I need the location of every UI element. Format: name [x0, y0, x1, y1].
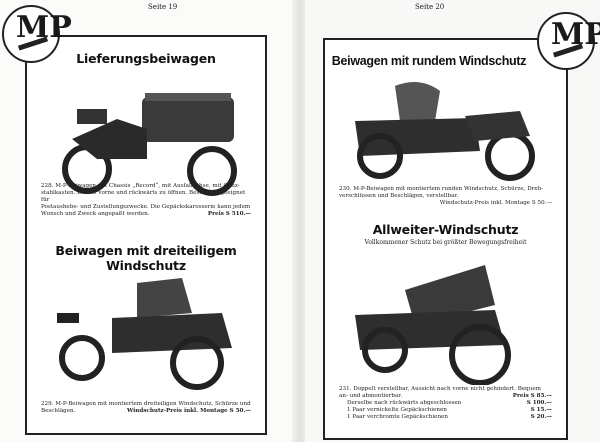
caption-line: 230. M-P-Beiwagen mit montiertem runden … — [339, 186, 544, 192]
caption-line: Wunsch und Zweck angepaßt werden. — [41, 211, 150, 217]
product-description: 229. M-P-Beiwagen mit montiertem dreitei… — [41, 401, 251, 415]
section-title: Beiwagen mit dreiteiligem Windschutz — [55, 243, 237, 273]
price: Preis S 510.— — [207, 211, 251, 217]
section-subtitle: Vollkommener Schutz bei größter Bewegung… — [364, 239, 527, 246]
page-number: Seite 20 — [415, 3, 445, 11]
price: Windschutz-Preis inkl. Montage S 50.— — [439, 200, 552, 206]
book-gutter — [292, 0, 308, 442]
right-page: Seite 20 Beiwagen mit rundem Windschutz … — [305, 0, 600, 442]
mp-logo: MPPfannenbaum — [2, 5, 72, 63]
mp-logo: MPPfannenbaum — [537, 12, 600, 70]
windshield-sidecar-photo — [57, 278, 232, 390]
caption-line: Postaushebe- und Zustellungszwecke. Die … — [41, 204, 251, 210]
price-row: an- und abmontierbar. Preis S 85.— — [339, 393, 552, 400]
price: S 15.— — [530, 407, 552, 413]
caption-line: verschlüssen und Beschlägen, verstellbar… — [339, 193, 459, 199]
price-row: Derselbe nach rückwärts abgeschlossen S 1… — [339, 400, 552, 407]
section-title: Allweiter-Windschutz — [372, 222, 519, 237]
section-title: Lieferungsbeiwagen — [76, 51, 216, 66]
product-description: 231. Doppelt verstellbar, Aussicht nach … — [339, 386, 552, 421]
left-page: Seite 19 Lieferungsbeiwagen 228. M-P-Bei… — [0, 0, 295, 442]
all-weather-sidecar-photo — [355, 265, 511, 385]
price-row: 1 Paar verchromte Gepäckschienen S 20.— — [339, 414, 552, 421]
price-label: Derselbe nach rückwärts abgeschlossen — [347, 400, 462, 406]
price: Windschutz-Preis inkl. Montage S 50.— — [126, 408, 251, 414]
catalog-frame: Beiwagen mit rundem Windschutz 230. M-P-… — [323, 38, 568, 440]
price: S 20.— — [530, 414, 552, 420]
caption-line: 231. Doppelt verstellbar, Aussicht nach … — [339, 386, 541, 392]
price: S 100.— — [526, 400, 552, 406]
product-description: 230. M-P-Beiwagen mit montiertem runden … — [339, 186, 552, 207]
caption-line: 228. M-P-Beiwagen mit Chassis „Record“, … — [41, 183, 240, 189]
caption-line: 229. M-P-Beiwagen mit montiertem dreitei… — [41, 401, 251, 407]
section-title: Beiwagen mit rundem Windschutz — [331, 54, 527, 68]
caption-line: Beschlägen. — [41, 408, 76, 414]
catalog-frame: Lieferungsbeiwagen 228. M-P-Beiwagen mit… — [25, 35, 267, 435]
delivery-sidecar-photo — [62, 93, 237, 196]
caption-line: stahlkasten. Deckel vorne und rückwärts … — [41, 190, 246, 203]
price: Preis S 85.— — [512, 393, 552, 399]
round-windshield-sidecar-photo — [355, 82, 535, 181]
price-label: an- und abmontierbar. — [339, 393, 403, 399]
page-number: Seite 19 — [148, 3, 178, 11]
product-description: 228. M-P-Beiwagen mit Chassis „Record“, … — [41, 183, 251, 218]
price-label: 1 Paar verchromte Gepäckschienen — [347, 414, 448, 420]
price-label: 1 Paar vernickelte Gepäckschienen — [347, 407, 447, 413]
price-row: 1 Paar vernickelte Gepäckschienen S 15.— — [339, 407, 552, 414]
